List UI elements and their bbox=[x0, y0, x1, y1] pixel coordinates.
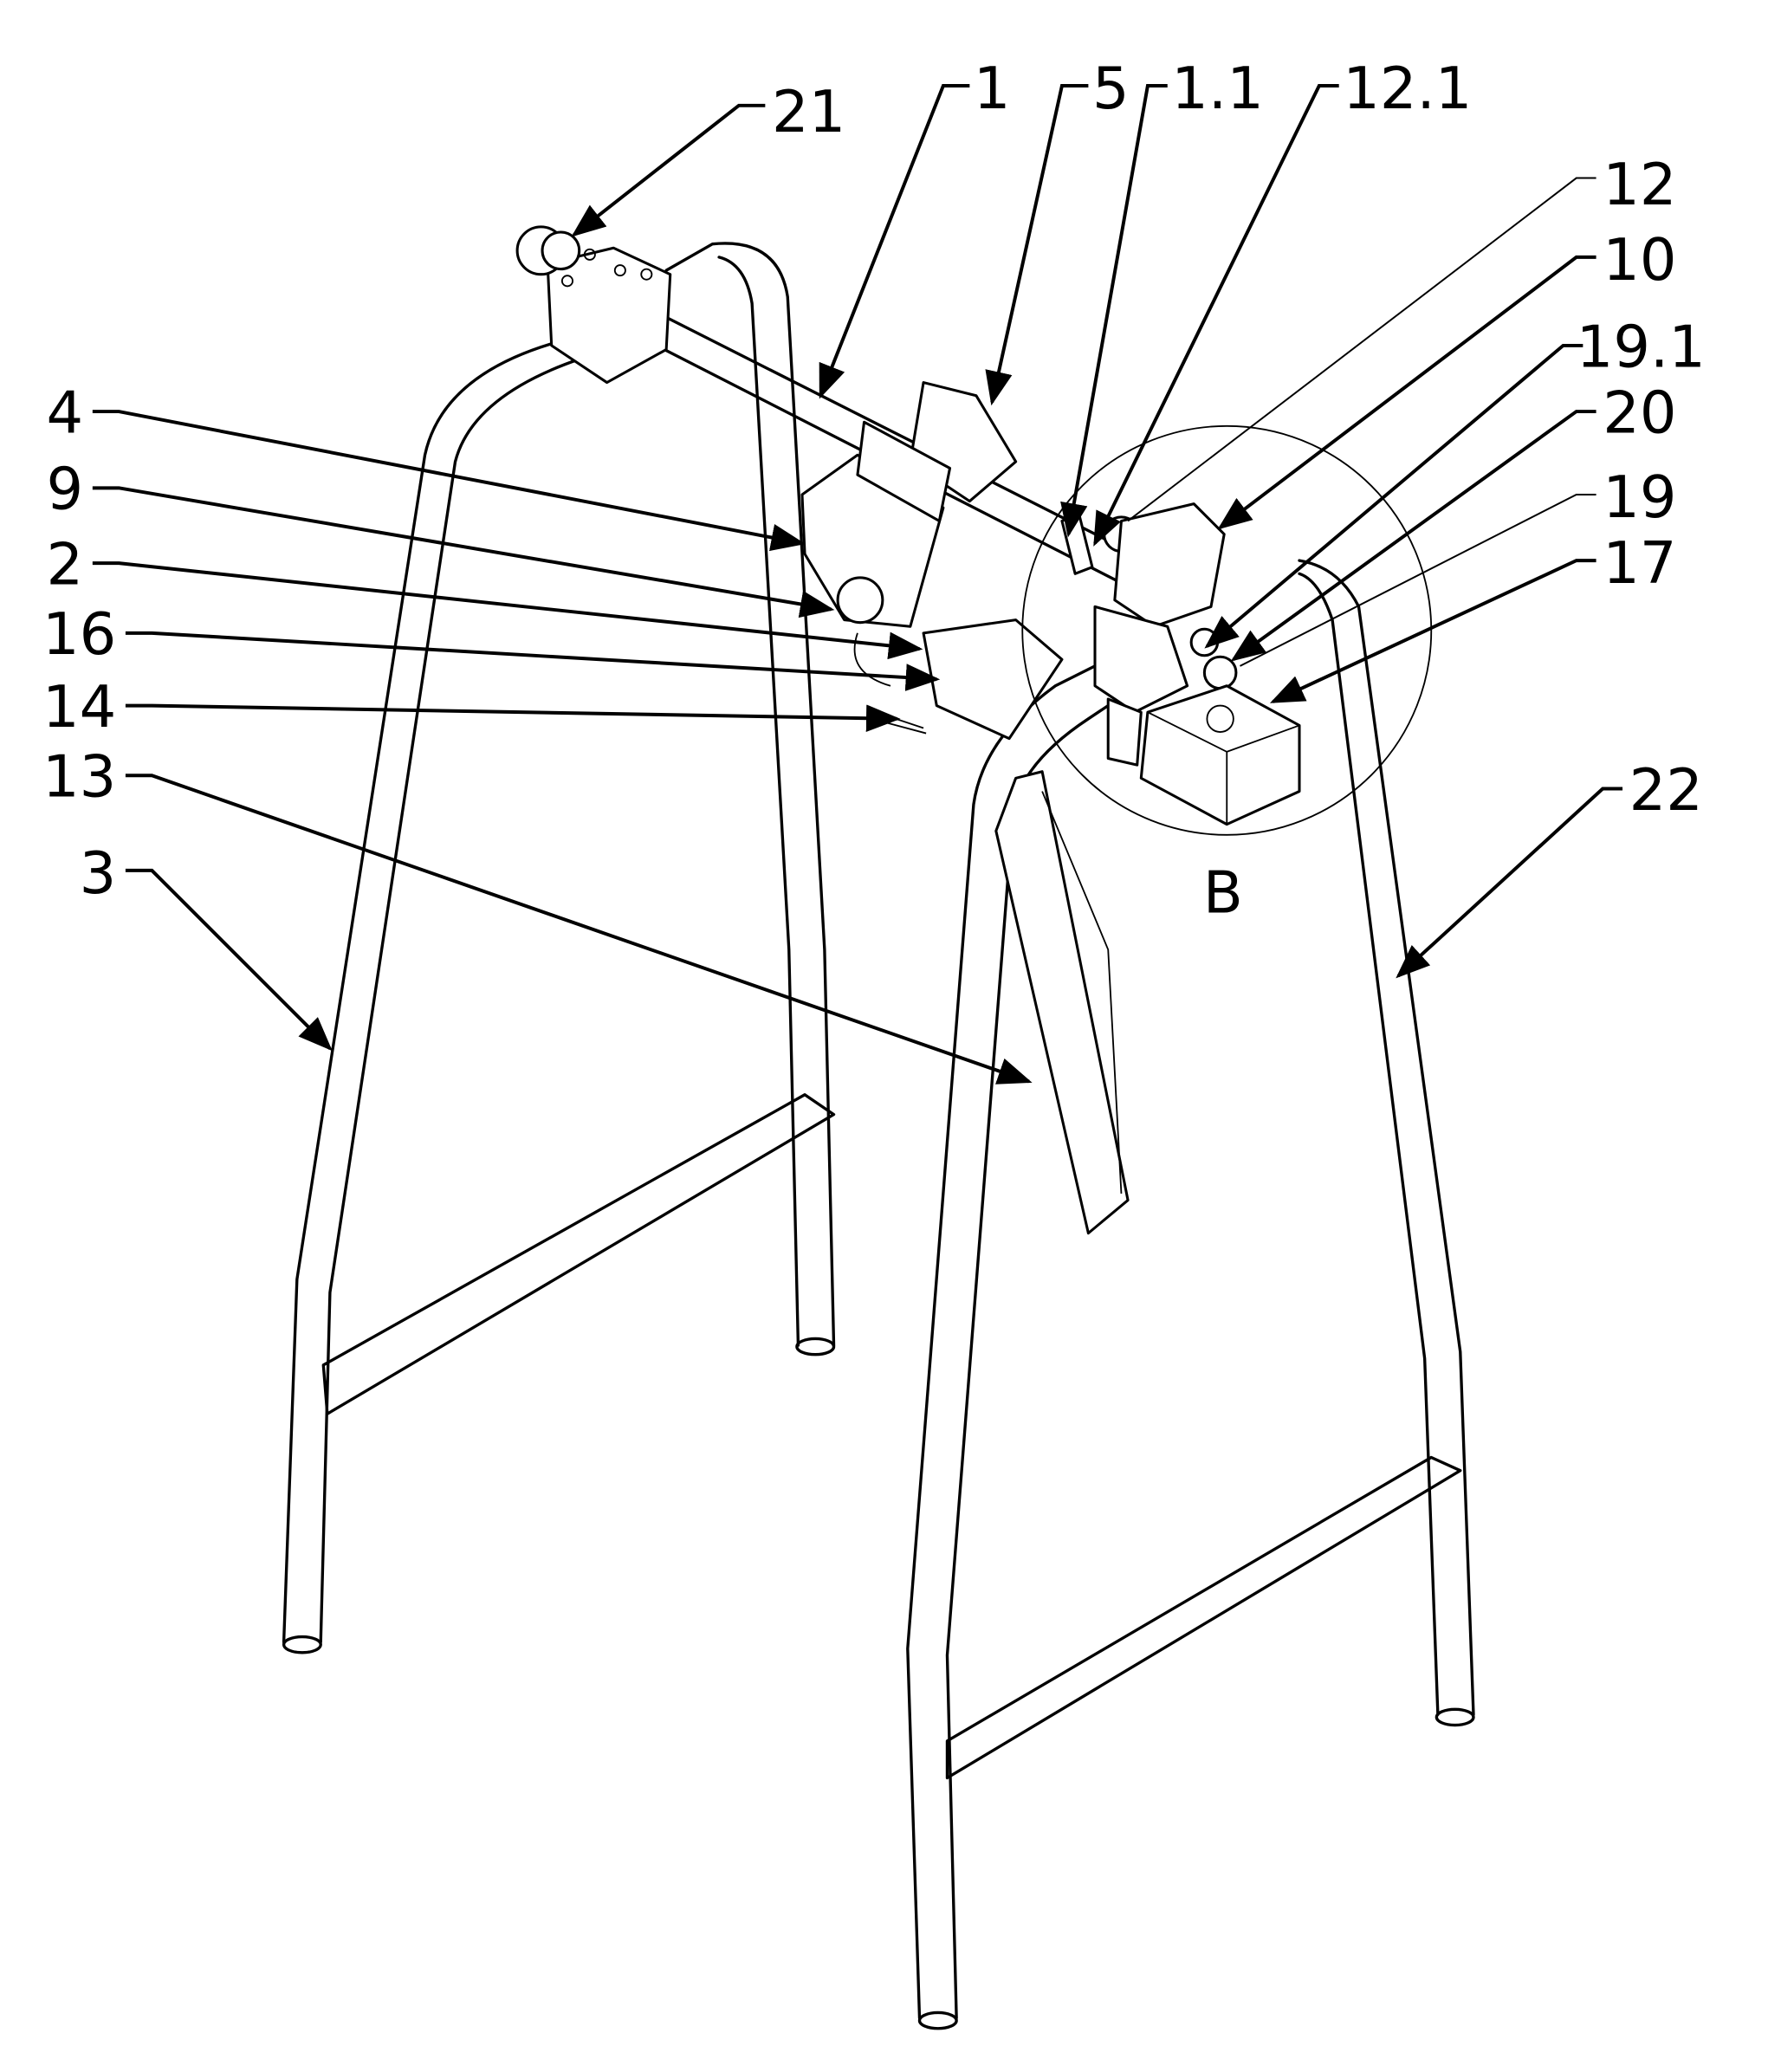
label-17: 17 bbox=[1603, 529, 1676, 597]
label-13: 13 bbox=[42, 743, 116, 811]
label-12: 12 bbox=[1603, 151, 1676, 218]
label-14: 14 bbox=[42, 673, 116, 741]
detail-label: B bbox=[1203, 859, 1243, 927]
label-1: 1 bbox=[974, 55, 1011, 122]
label-3: 3 bbox=[80, 839, 117, 907]
label-21: 21 bbox=[772, 78, 845, 146]
reference-labels: 21 1 5 1.1 12.1 12 10 19.1 20 19 17 4 9 … bbox=[42, 55, 1706, 907]
label-1-1: 1.1 bbox=[1171, 55, 1264, 122]
panel bbox=[994, 770, 1130, 1235]
right-mechanism bbox=[1060, 502, 1301, 826]
detail-circle bbox=[1021, 424, 1433, 836]
label-12-1: 12.1 bbox=[1343, 55, 1472, 122]
label-2: 2 bbox=[47, 531, 84, 599]
label-22: 22 bbox=[1629, 756, 1703, 824]
label-16: 16 bbox=[42, 600, 116, 668]
central-mechanism bbox=[800, 381, 1064, 741]
leader-lines bbox=[92, 83, 1623, 1085]
label-9: 9 bbox=[47, 456, 84, 523]
label-4: 4 bbox=[47, 379, 84, 446]
label-5: 5 bbox=[1092, 55, 1130, 122]
label-10: 10 bbox=[1603, 226, 1676, 294]
left-frame bbox=[282, 242, 836, 1654]
label-19: 19 bbox=[1603, 463, 1676, 531]
top-clamp bbox=[515, 225, 672, 385]
label-19-1: 19.1 bbox=[1577, 313, 1706, 380]
label-20: 20 bbox=[1603, 379, 1676, 446]
